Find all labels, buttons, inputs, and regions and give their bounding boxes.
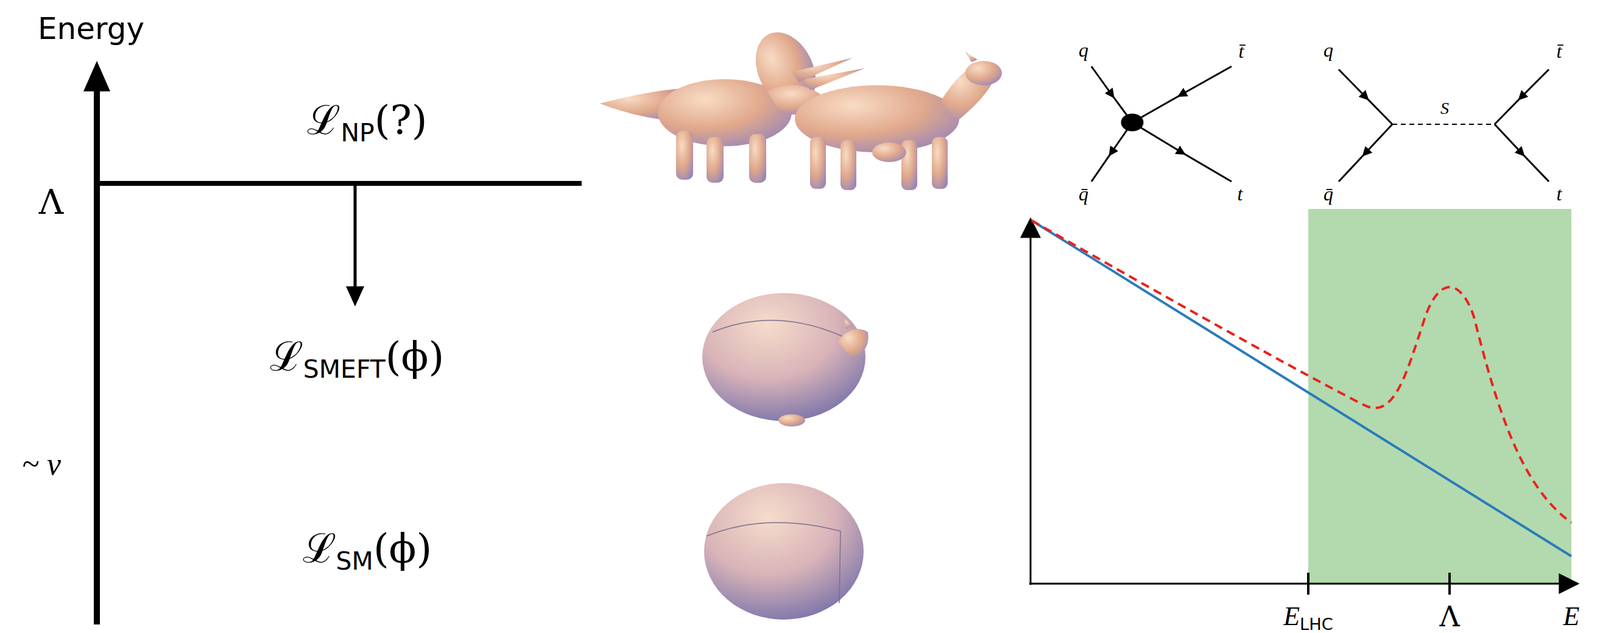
label-text: E: [1563, 601, 1580, 631]
label-text: (ϕ): [373, 525, 433, 572]
y-axis: [1029, 219, 1032, 585]
cow: [794, 51, 1002, 191]
label-group: Energy: [37, 13, 145, 44]
label-text: ℒ: [306, 96, 341, 144]
matching-arrow: [353, 183, 357, 287]
label-text: ~ v: [21, 446, 61, 482]
label-group: ℒNP(?): [306, 100, 427, 141]
label-text: q: [1078, 38, 1089, 61]
lhc-blind-region: [1308, 208, 1572, 584]
label-text: E: [1283, 601, 1300, 631]
label-text: Energy: [37, 10, 145, 47]
label-group: Λ: [38, 185, 64, 220]
label-text: t: [1556, 182, 1563, 205]
sm-curve: [1031, 220, 1572, 557]
label-group: E: [1563, 602, 1580, 630]
tick: [1448, 572, 1451, 595]
label-group: t: [1556, 183, 1563, 204]
sphere: [704, 482, 864, 620]
label-group: t̄: [1556, 41, 1563, 61]
np-curve: [1031, 220, 1572, 523]
cutoff-line: [93, 180, 582, 186]
label-group: q̄: [1323, 183, 1334, 204]
energy-axis: [93, 82, 100, 625]
label-group: Λ: [1439, 602, 1460, 631]
label-text: (?): [374, 96, 428, 144]
label-text: q̄: [1078, 182, 1089, 205]
label-group: q: [1078, 40, 1089, 60]
label-text: S: [1440, 98, 1449, 118]
contact-diagram: [1091, 66, 1232, 182]
label-text: q: [1323, 38, 1334, 61]
label-group: ~ v: [21, 448, 61, 480]
label-text: SMEFT: [303, 354, 386, 384]
x-axis: [1029, 582, 1578, 585]
label-text: (ϕ): [385, 333, 445, 381]
label-group: ℒSM(ϕ): [302, 528, 433, 569]
label-text: q̄: [1323, 182, 1334, 205]
label-text: ℒ: [302, 525, 337, 572]
label-text: Λ: [1439, 599, 1460, 633]
label-group: S: [1440, 99, 1449, 117]
label-text: SM: [336, 546, 374, 576]
label-group: ℒSMEFT(ϕ): [269, 336, 445, 378]
label-text: LHC: [1299, 614, 1334, 633]
label-group: t̄: [1238, 41, 1245, 61]
label-text: t: [1237, 182, 1244, 205]
label-text: Λ: [38, 182, 64, 222]
s-channel-diagram: [1338, 69, 1549, 182]
label-group: q̄: [1078, 183, 1089, 204]
tick: [1307, 572, 1310, 595]
label-group: q: [1323, 40, 1334, 60]
label-group: t: [1237, 183, 1244, 204]
label-text: t̄: [1556, 40, 1563, 63]
matching-arrow-head: [345, 286, 365, 307]
axis-head: [83, 60, 111, 92]
label-group: ELHC: [1283, 602, 1334, 630]
label-text: t̄: [1238, 40, 1245, 63]
spherical-cow: [702, 292, 869, 427]
label-text: NP: [340, 118, 374, 148]
label-text: ℒ: [269, 333, 304, 381]
